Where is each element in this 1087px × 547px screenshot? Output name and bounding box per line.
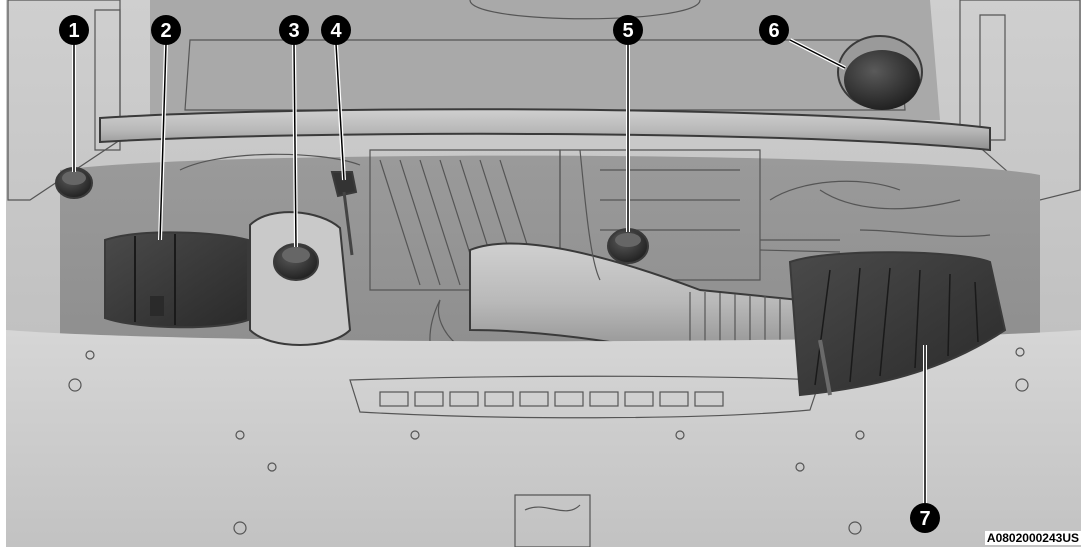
part-cap-3 (250, 212, 350, 345)
callout-3-number: 3 (288, 20, 299, 42)
part-cap-1 (56, 168, 92, 198)
figure-code: A0802000243US (985, 531, 1081, 545)
callout-6-number: 6 (768, 20, 779, 42)
callout-6: 6 (759, 15, 789, 45)
callout-5: 5 (613, 15, 643, 45)
part-box-2 (105, 232, 248, 327)
callout-4-number: 4 (330, 20, 342, 42)
callout-7: 7 (910, 503, 940, 533)
callout-2: 2 (151, 15, 181, 45)
callout-2-number: 2 (160, 20, 171, 42)
part-cap-6 (838, 36, 922, 110)
callout-5-number: 5 (622, 20, 633, 42)
callout-3: 3 (279, 15, 309, 45)
callout-4: 4 (321, 15, 351, 45)
callout-1: 1 (59, 15, 89, 45)
callout-7-number: 7 (919, 508, 930, 530)
part-cap-5 (608, 229, 648, 263)
callout-1-number: 1 (68, 20, 79, 42)
